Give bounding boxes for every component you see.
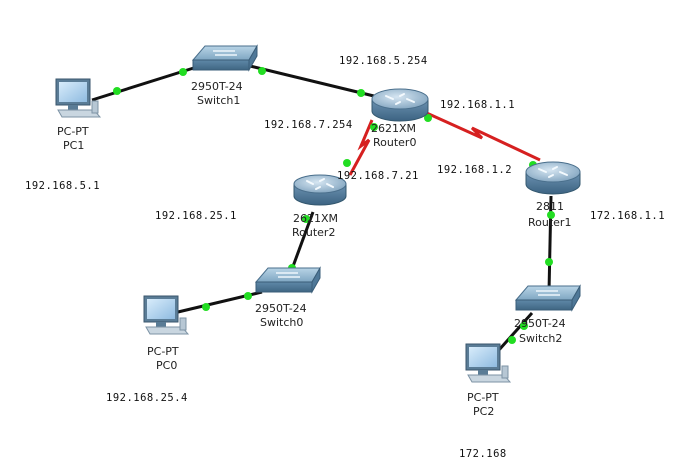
router1-type-label: 2811 [536, 200, 564, 213]
ip-pc0: 192.168.25.4 [106, 392, 188, 404]
router1-name-label: Router1 [528, 216, 572, 229]
port-dot [244, 292, 252, 300]
ip-router2-lan: 192.168.25.1 [155, 210, 237, 222]
router-icon[interactable] [525, 161, 581, 195]
port-dot [370, 123, 378, 131]
ip-router2-to-router0: 192.168.7.21 [337, 170, 419, 182]
pc1-name-label: PC1 [63, 139, 85, 152]
switch0-type-label: 2950T-24 [255, 302, 307, 315]
port-dot [424, 114, 432, 122]
port-dot [520, 322, 528, 330]
pc-icon[interactable] [55, 78, 102, 118]
port-dot [202, 303, 210, 311]
pc1-type-label: PC-PT [57, 125, 89, 138]
link-switch1-router0 [249, 64, 379, 99]
port-dot [547, 211, 555, 219]
port-dot [357, 89, 365, 97]
pc0-name-label: PC0 [156, 359, 178, 372]
link-serial-router0-router1 [419, 108, 541, 162]
ip-router0-lan: 192.168.5.254 [339, 55, 428, 67]
router0-type-label: 2621XM [371, 122, 417, 135]
pc0-type-label: PC-PT [147, 345, 179, 358]
ip-router0-to-router2: 192.168.7.254 [264, 119, 353, 131]
switch1-type-label: 2950T-24 [191, 80, 243, 93]
pc2-type-label: PC-PT [467, 391, 499, 404]
pc2-name-label: PC2 [473, 405, 495, 418]
switch0-name-label: Switch0 [260, 316, 304, 329]
switch-icon[interactable] [254, 266, 321, 294]
link-serial-router0-router2 [348, 119, 374, 176]
ip-pc2: 172.168 [459, 448, 507, 460]
ip-router0-to-router1: 192.168.1.1 [440, 99, 516, 111]
port-dot [302, 215, 310, 223]
switch-icon[interactable] [191, 44, 258, 72]
pc-icon[interactable] [143, 295, 190, 335]
router2-type-label: 2621XM [293, 212, 339, 225]
ip-pc1: 192.168.5.1 [25, 180, 101, 192]
port-dot [113, 87, 121, 95]
port-dot [545, 258, 553, 266]
ip-router1-to-router0: 192.168.1.2 [437, 164, 513, 176]
pc-icon[interactable] [465, 343, 512, 383]
router-icon[interactable] [371, 88, 429, 122]
router0-name-label: Router0 [373, 136, 417, 149]
ip-router1-lan: 172.168.1.1 [590, 210, 666, 222]
router2-name-label: Router2 [292, 226, 336, 239]
switch2-name-label: Switch2 [519, 332, 563, 345]
port-dot [508, 336, 516, 344]
switch-icon[interactable] [514, 284, 581, 312]
port-dot [343, 159, 351, 167]
port-dot [258, 67, 266, 75]
switch2-type-label: 2950T-24 [514, 317, 566, 330]
switch1-name-label: Switch1 [197, 94, 241, 107]
port-dot [179, 68, 187, 76]
router-icon[interactable] [293, 174, 347, 206]
